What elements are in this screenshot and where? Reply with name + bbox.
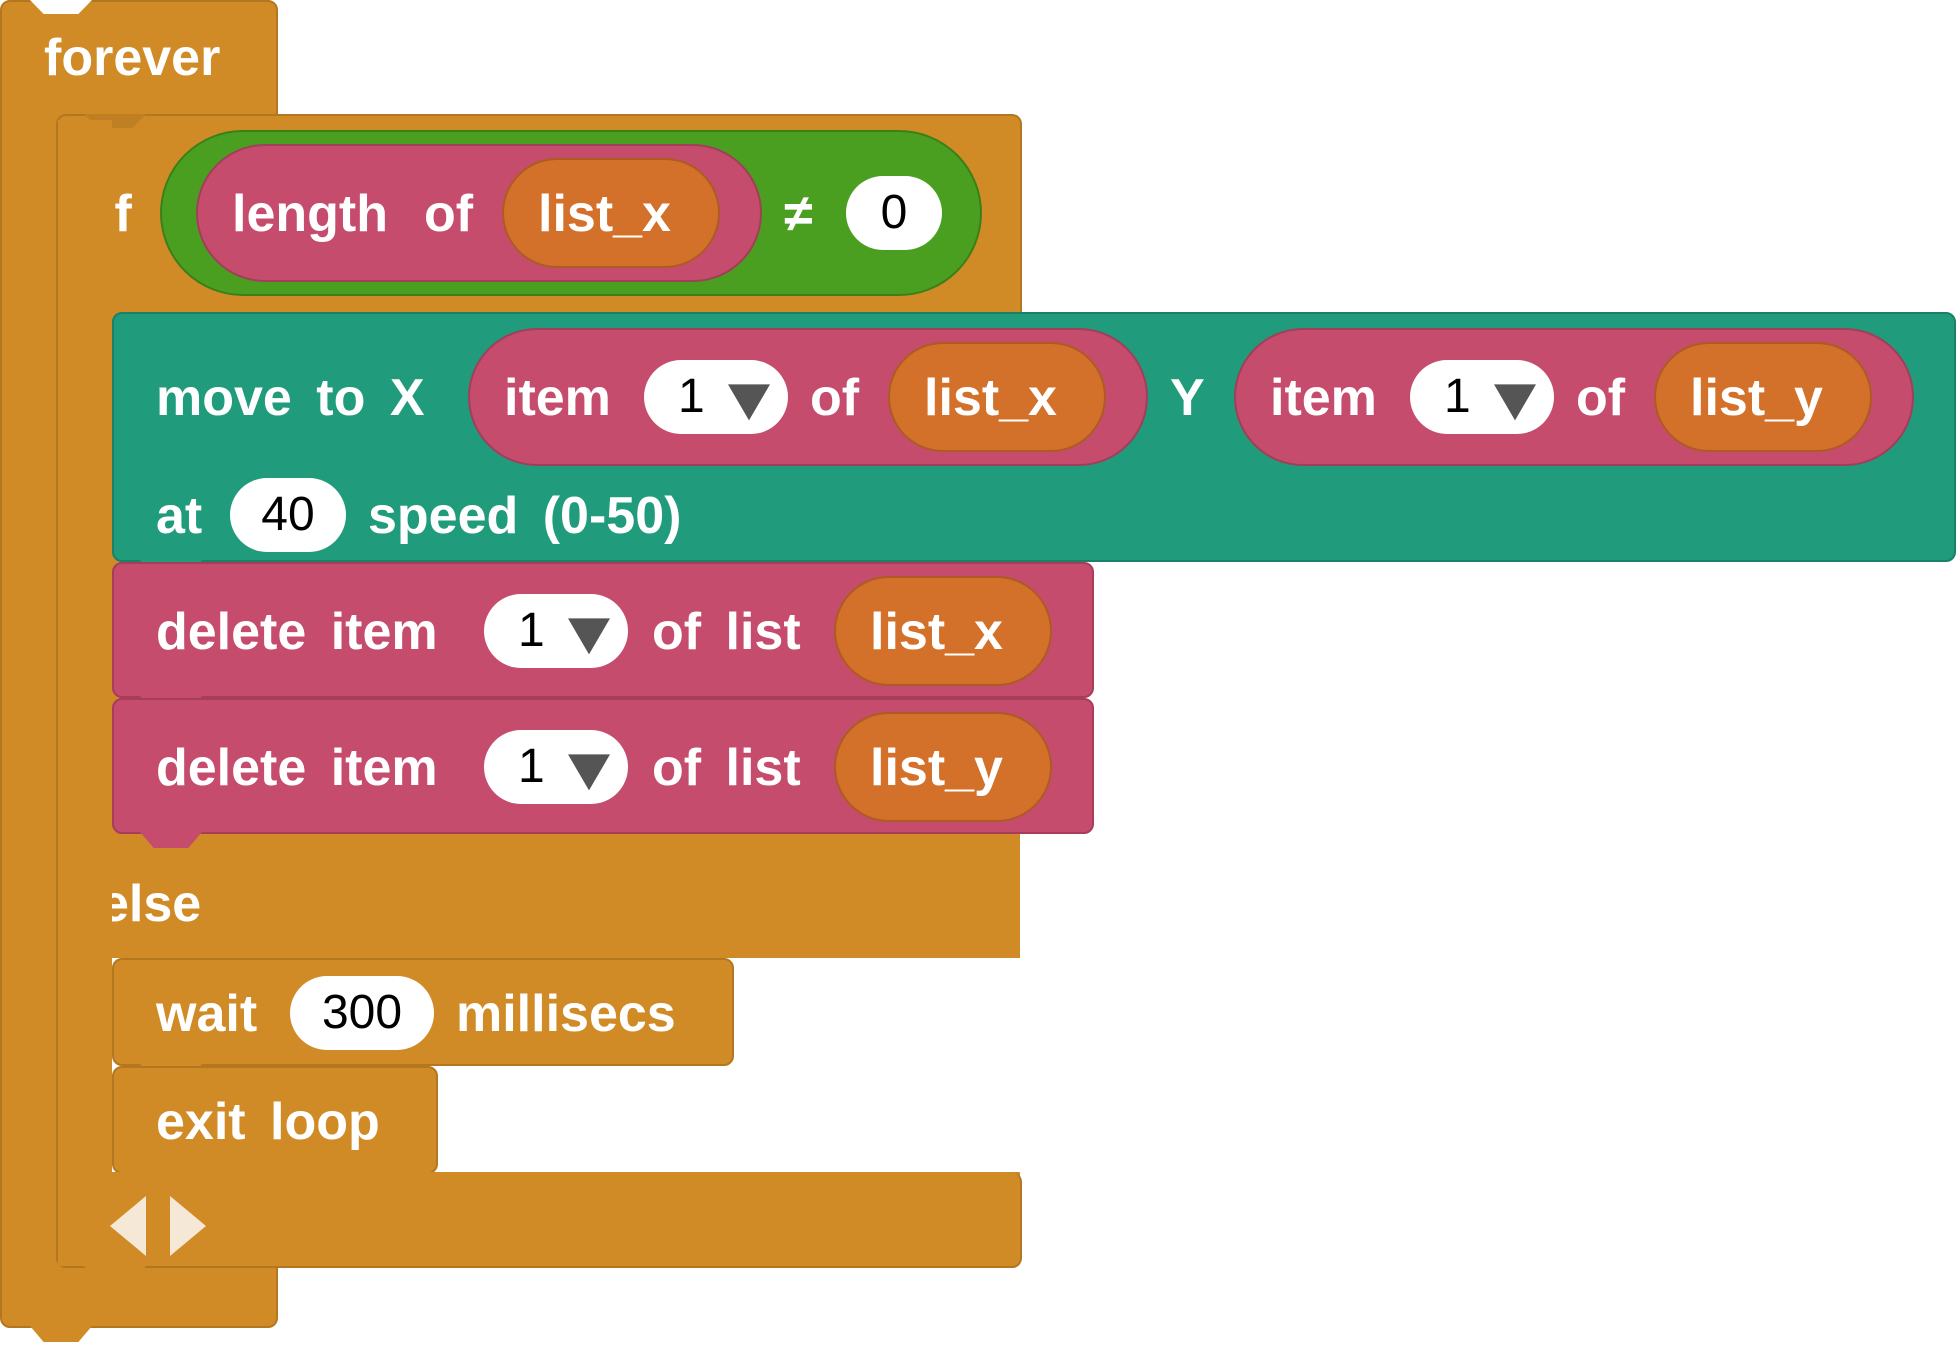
dropdown-arrow-icon: [1494, 384, 1536, 421]
if-else-left-spine: [58, 120, 112, 1266]
item-x-label: item: [504, 369, 611, 427]
delete-y-list-variable[interactable]: [834, 712, 1052, 822]
delete-x-of-list-label: of list: [652, 603, 801, 661]
left-arrow-icon[interactable]: [110, 1196, 146, 1256]
delete-x-index-dropdown[interactable]: 1: [484, 594, 628, 668]
list-x-variable-label: list_x: [538, 185, 671, 243]
left-right-arrows-icon[interactable]: [108, 1194, 212, 1258]
delete-y-list-label: list_y: [870, 739, 1003, 797]
x-list-label: list_x: [924, 369, 1057, 427]
at-label: at: [156, 487, 203, 545]
y-of-label: of: [1576, 369, 1626, 427]
delete-y-bottom-notch: [140, 832, 202, 848]
wait-label: wait: [156, 985, 258, 1043]
exit-loop-block[interactable]: [112, 1066, 438, 1174]
right-arrow-icon[interactable]: [170, 1196, 206, 1256]
compare-value-field[interactable]: 0: [846, 176, 942, 250]
forever-bottom-notch: [30, 1326, 92, 1342]
else-slot-right-background: [1020, 958, 1956, 1346]
forever-top-notch: [30, 0, 92, 14]
if-slot-right-background: [1094, 562, 1956, 834]
length-label: length: [232, 185, 388, 243]
delete-x-index-value: 1: [518, 604, 545, 657]
y-label: Y: [1170, 369, 1205, 427]
wait-value-field[interactable]: 300: [290, 976, 434, 1050]
delete-item-x-label: delete item: [156, 603, 438, 661]
delete-x-list-label: list_x: [870, 603, 1003, 661]
exit-loop-label: exit loop: [156, 1093, 380, 1151]
millisecs-label: millisecs: [456, 985, 676, 1043]
if-slot-right-background-2: [1020, 834, 1956, 958]
delete-y-index-dropdown[interactable]: 1: [484, 730, 628, 804]
delete-y-index-value: 1: [518, 740, 545, 793]
x-of-label: of: [810, 369, 860, 427]
delete-y-of-list-label: of list: [652, 739, 801, 797]
dropdown-arrow-icon: [568, 618, 610, 655]
not-equal-operator[interactable]: ≠: [784, 185, 813, 243]
move-to-x-label: move to X: [156, 369, 425, 427]
x-index-value: 1: [678, 370, 705, 423]
list-x-variable[interactable]: [502, 158, 720, 268]
speed-label: speed (0-50): [368, 487, 682, 545]
speed-field[interactable]: 40: [230, 478, 346, 552]
dropdown-arrow-icon: [568, 754, 610, 791]
forever-label: forever: [44, 29, 221, 87]
delete-item-y-label: delete item: [156, 739, 438, 797]
else-label: else: [100, 875, 202, 933]
dropdown-arrow-icon: [728, 384, 770, 421]
if-else-bottom-notch: [84, 1266, 146, 1282]
x-index-dropdown[interactable]: 1: [644, 360, 788, 434]
item-y-label: item: [1270, 369, 1377, 427]
x-list-variable[interactable]: [888, 342, 1106, 452]
y-list-label: list_y: [1690, 369, 1823, 427]
if-else-bottom-bar: [56, 1172, 1022, 1268]
length-of-label: of: [424, 185, 474, 243]
y-index-dropdown[interactable]: 1: [1410, 360, 1554, 434]
y-list-variable[interactable]: [1654, 342, 1872, 452]
y-index-value: 1: [1444, 370, 1471, 423]
forever-slot-right-top: [278, 0, 1956, 112]
delete-x-list-variable[interactable]: [834, 576, 1052, 686]
